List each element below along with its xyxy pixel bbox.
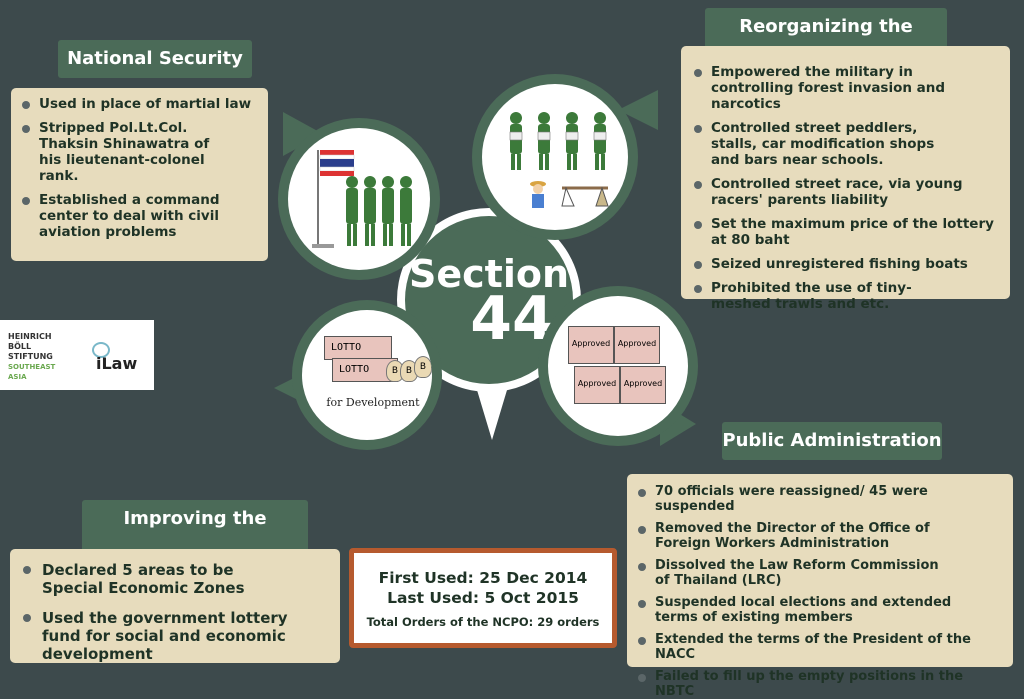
reorganizing-panel: Empowered the military in controlling fo… [681, 46, 1010, 312]
list-item: Dissolved the Law Reform Commission of T… [635, 558, 945, 588]
approved-doc-2: Approved [614, 326, 660, 364]
list-item: 70 officials were reassigned/ 45 were su… [635, 484, 1003, 514]
list-item: Set the maximum price of the lottery at … [691, 216, 998, 248]
list-item: Suspended local elections and extended t… [635, 595, 995, 625]
list-item: Used in place of martial law [19, 96, 258, 112]
ilaw-logo-mark [92, 342, 110, 358]
partner-logos: HEINRICH BÖLL STIFTUNG SOUTHEAST ASIA iL… [0, 320, 154, 390]
list-item: Extended the terms of the President of t… [635, 632, 1003, 662]
center-number: 44 [470, 284, 554, 354]
center-title: Section [408, 252, 569, 296]
approved-doc-4: Approved [620, 366, 666, 404]
approved-doc-3: Approved [574, 366, 620, 404]
approved-doc-1: Approved [568, 326, 614, 364]
list-item: Established a command center to deal wit… [19, 192, 258, 240]
public-admin-panel: 70 officials were reassigned/ 45 were su… [627, 474, 1013, 699]
first-used: First Used: 25 Dec 2014 [378, 569, 588, 587]
list-item: Controlled street peddlers, stalls, car … [691, 120, 961, 168]
last-used: Last Used: 5 Oct 2015 [387, 589, 579, 607]
flag-soldiers-illustration [312, 150, 412, 248]
security-circle [278, 118, 440, 280]
total-orders: Total Orders of the NCPO: 29 orders [366, 615, 600, 629]
national-security-title: National Security [58, 40, 252, 78]
list-item: Seized unregistered fishing boats [691, 256, 998, 272]
money-bags: B B B [386, 354, 432, 382]
list-item: Used the government lottery fund for soc… [20, 609, 330, 663]
list-item: Removed the Director of the Office of Fo… [635, 521, 975, 551]
soldier-group [346, 176, 412, 246]
list-item: Stripped Pol.Lt.Col. Thaksin Shinawatra … [19, 120, 219, 184]
ilaw-logo: iLaw [96, 354, 138, 373]
lotto-ticket-1: LOTTO [324, 336, 392, 360]
list-item: Prohibited the use of tiny-meshed trawls… [691, 280, 971, 312]
national-security-panel: Used in place of martial law Stripped Po… [11, 88, 268, 261]
list-item: Failed to fill up the empty positions in… [635, 669, 1003, 699]
for-development-text: for Development [326, 396, 420, 409]
economy-panel: Declared 5 areas to be Special Economic … [10, 549, 340, 663]
lotto-circle: LOTTO LOTTO B B B for Development [292, 300, 442, 450]
approved-circle: Approved Approved Approved Approved [538, 286, 698, 446]
soldiers-vendor-illustration [509, 112, 609, 208]
public-admin-title: Public Administration [722, 422, 942, 460]
list-item: Controlled street race, via young racers… [691, 176, 998, 208]
list-item: Empowered the military in controlling fo… [691, 64, 998, 112]
society-circle [472, 74, 638, 240]
list-item: Declared 5 areas to be Special Economic … [20, 561, 292, 597]
usage-info-box: First Used: 25 Dec 2014 Last Used: 5 Oct… [349, 548, 617, 648]
heinrich-boll-logo: HEINRICH BÖLL STIFTUNG SOUTHEAST ASIA [8, 332, 56, 381]
